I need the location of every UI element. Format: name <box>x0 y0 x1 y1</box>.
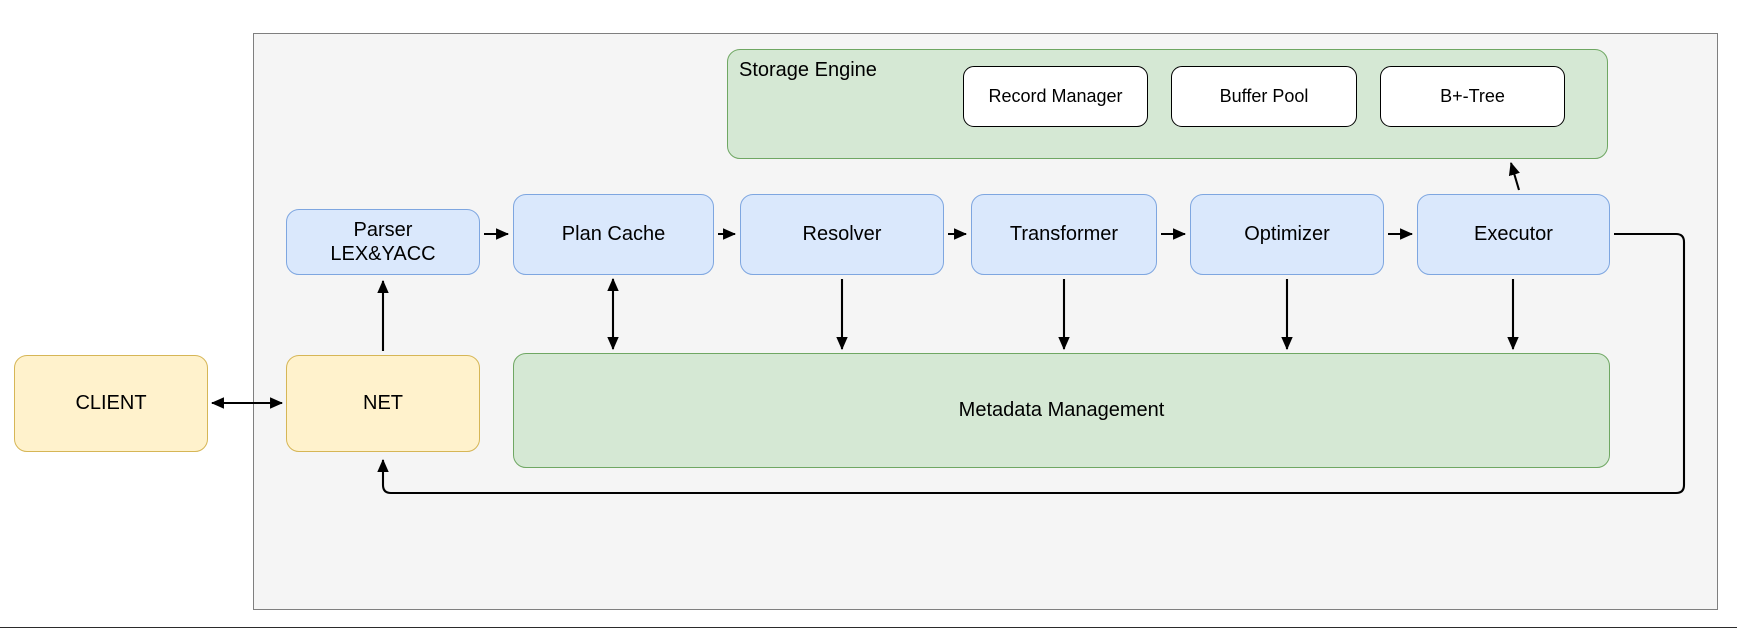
storage-component-label: Record Manager <box>988 85 1123 106</box>
node-client[interactable]: CLIENT <box>14 355 208 452</box>
node-plan-cache-label: Plan Cache <box>561 223 666 246</box>
node-plan-cache[interactable]: Plan Cache <box>513 194 714 275</box>
node-resolver-label: Resolver <box>802 223 882 246</box>
storage-component-label: Buffer Pool <box>1219 85 1309 106</box>
node-client-label: CLIENT <box>75 392 147 415</box>
node-resolver[interactable]: Resolver <box>740 194 944 275</box>
storage-component-record-manager[interactable]: Record Manager <box>963 66 1148 127</box>
node-optimizer[interactable]: Optimizer <box>1190 194 1384 275</box>
node-optimizer-label: Optimizer <box>1244 223 1330 246</box>
node-parser[interactable]: Parser LEX&YACC <box>286 209 480 275</box>
storage-engine-title: Storage Engine <box>739 59 877 81</box>
node-transformer-label: Transformer <box>1009 223 1119 246</box>
node-executor-label: Executor <box>1474 223 1553 246</box>
metadata-management-group: Metadata Management <box>513 353 1610 468</box>
node-transformer[interactable]: Transformer <box>971 194 1157 275</box>
page-bottom-rule <box>0 627 1737 628</box>
node-net-label: NET <box>363 392 403 415</box>
storage-component-b-plus-tree[interactable]: B+-Tree <box>1380 66 1565 127</box>
storage-component-label: B+-Tree <box>1440 85 1505 106</box>
metadata-management-title: Metadata Management <box>958 399 1165 421</box>
node-parser-label: Parser LEX&YACC <box>330 218 436 265</box>
node-executor[interactable]: Executor <box>1417 194 1610 275</box>
node-net[interactable]: NET <box>286 355 480 452</box>
storage-component-buffer-pool[interactable]: Buffer Pool <box>1171 66 1357 127</box>
